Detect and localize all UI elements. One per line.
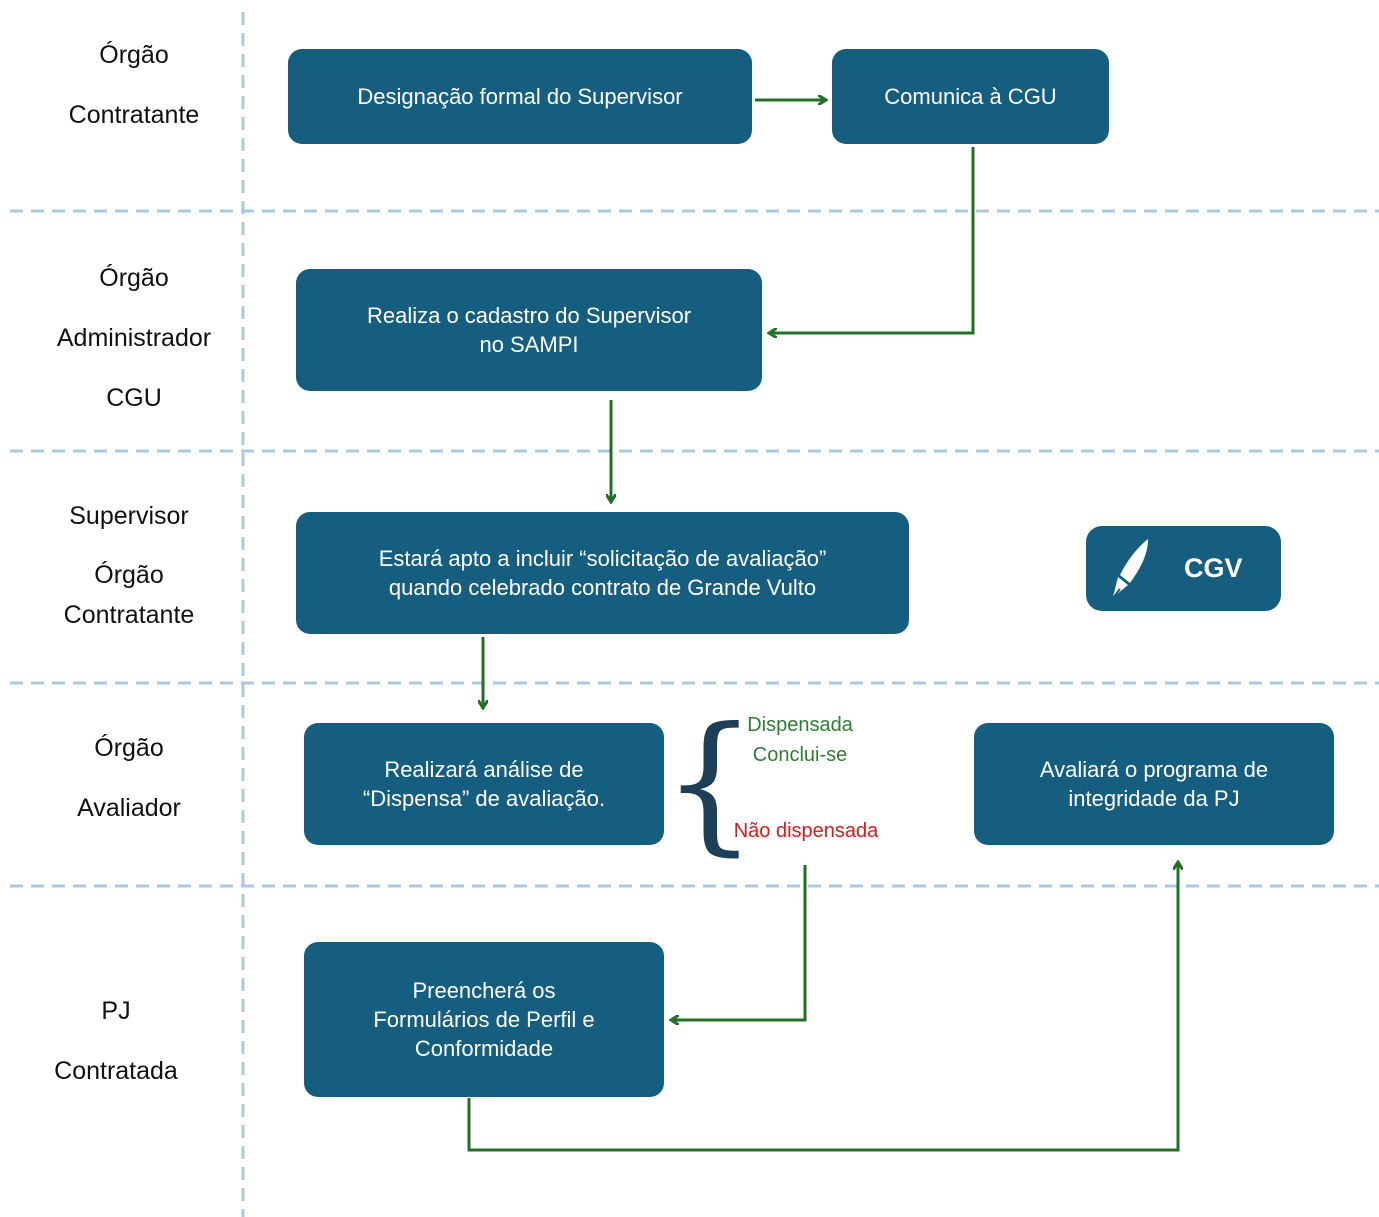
outcome-dispensada: Dispensada Conclui-se (747, 714, 853, 766)
box-designacao-supervisor: Designação formal do Supervisor (288, 49, 752, 144)
box-analise-dispensa: Realizará análise de“Dispensa” de avalia… (304, 723, 664, 845)
arrow-preenchera-to-avaliara (467, 862, 1178, 1152)
decision-brace: { (662, 696, 758, 870)
lane-dividers (10, 12, 1379, 1217)
box-comunica-cgu: Comunica à CGU (832, 49, 1109, 144)
outcome-nao-dispensada: Não dispensada (733, 820, 879, 842)
badge-label: CGV (1184, 553, 1243, 583)
arrow-comunica-to-cadastro (769, 147, 975, 333)
box-apto-solicitacao: Estará apto a incluir “solicitação de av… (296, 512, 909, 634)
flow-arrows (467, 100, 1178, 1152)
fountain-pen-icon (1111, 538, 1148, 600)
cgv-badge: CGV (1086, 526, 1281, 611)
arrow-nao-dispensada-to-preenchera (671, 865, 807, 1020)
